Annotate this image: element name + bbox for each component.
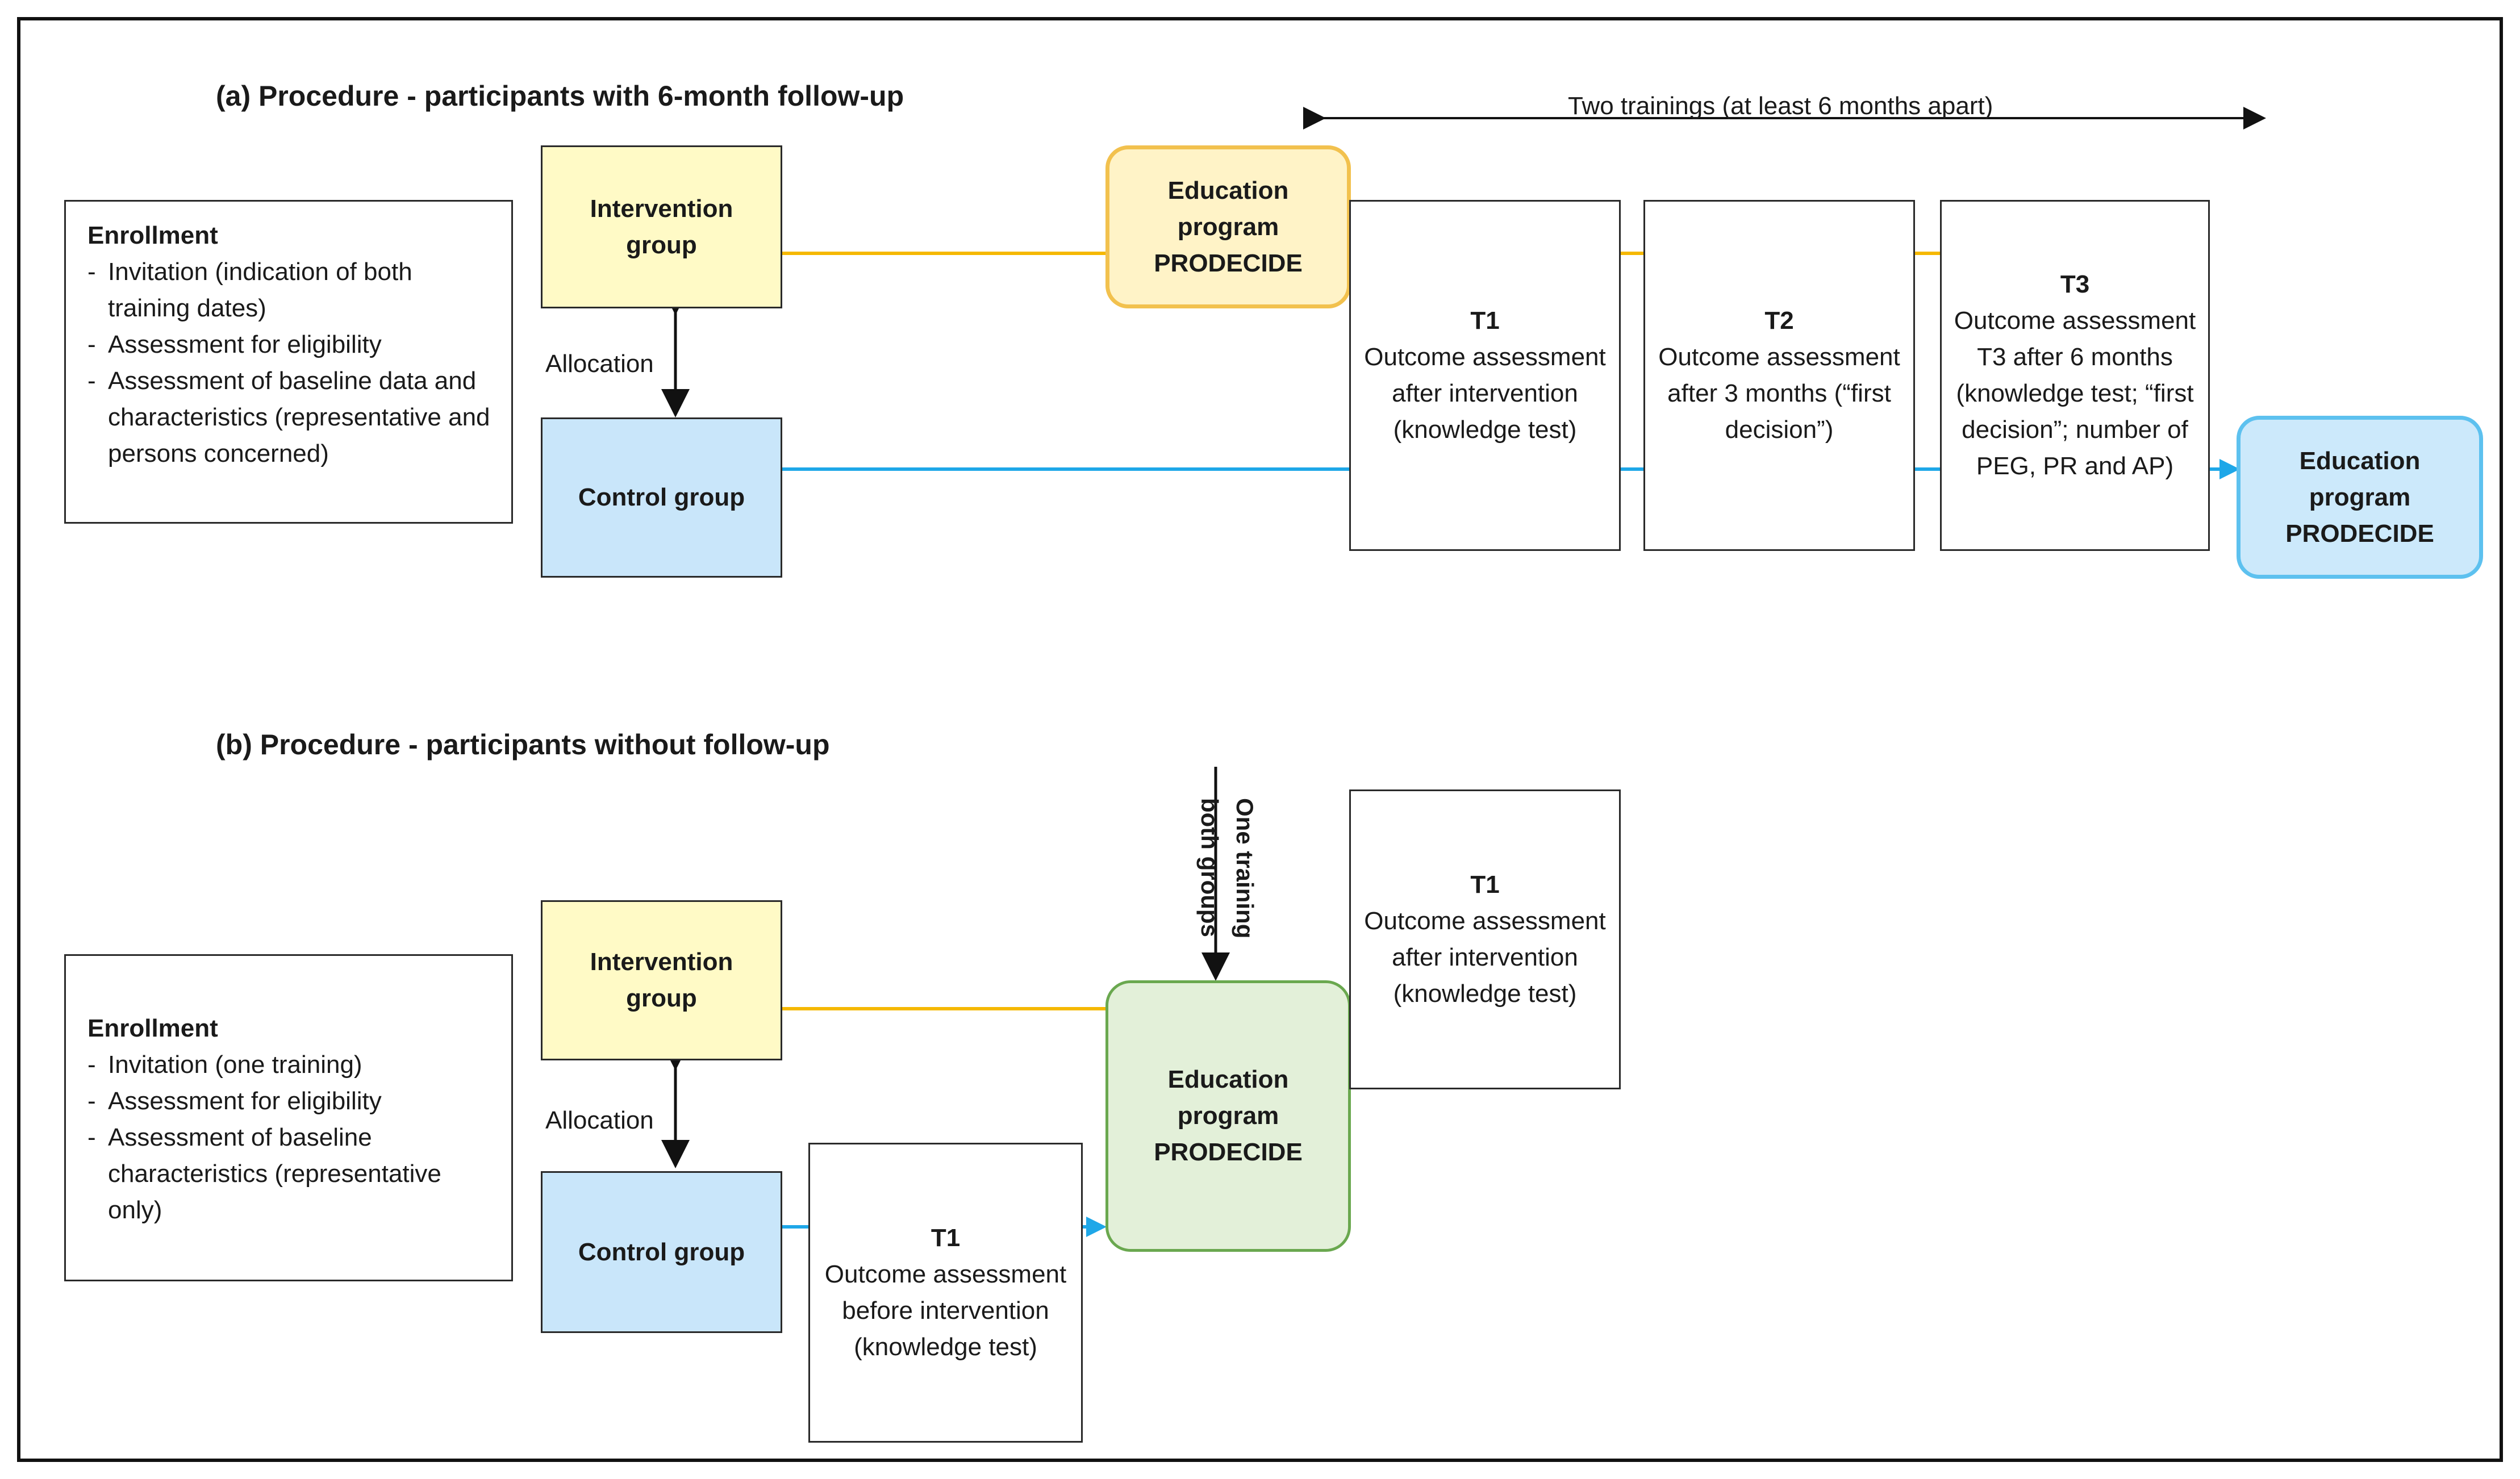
t1-text: Outcome assessment before intervention (… — [824, 1260, 1067, 1361]
section-b-heading: (b) Procedure - participants without fol… — [216, 729, 830, 761]
t1-title: T1 — [1470, 871, 1500, 899]
enrollment-list: Invitation (indication of both training … — [87, 254, 494, 472]
figure-frame — [17, 17, 2503, 1462]
control-group-label: Control group — [578, 483, 745, 511]
intervention-group-label: Intervention group — [590, 948, 733, 1012]
education-program-label: Education program PRODECIDE — [2285, 446, 2434, 548]
control-group-box-b: Control group — [541, 1171, 782, 1333]
one-training-label: One training both groups — [1196, 798, 1258, 939]
intervention-group-box-b: Intervention group — [541, 900, 782, 1060]
control-group-box-a: Control group — [541, 417, 782, 578]
education-program-box-b: Education program PRODECIDE — [1105, 980, 1351, 1252]
t1-after-box-b: T1 Outcome assessment after intervention… — [1349, 789, 1621, 1089]
enrollment-item: Assessment of baseline characteristics (… — [87, 1119, 494, 1229]
enrollment-item: Invitation (one training) — [87, 1047, 494, 1083]
control-group-label: Control group — [578, 1238, 745, 1266]
education-program-box-a2: Education program PRODECIDE — [2237, 416, 2483, 579]
enrollment-title: Enrollment — [87, 222, 218, 249]
t2-box-a: T2 Outcome assessment after 3 months (“f… — [1643, 200, 1915, 551]
t1-title: T1 — [1470, 307, 1500, 335]
intervention-group-box-a: Intervention group — [541, 145, 782, 308]
enrollment-item: Invitation (indication of both training … — [87, 254, 494, 327]
enrollment-list: Invitation (one training) Assessment for… — [87, 1047, 494, 1229]
enrollment-title: Enrollment — [87, 1014, 218, 1042]
t3-box-a: T3 Outcome assessment T3 after 6 months … — [1940, 200, 2210, 551]
t1-text: Outcome assessment after intervention (k… — [1364, 907, 1606, 1008]
t1-text: Outcome assessment after intervention (k… — [1364, 343, 1606, 444]
enrollment-item: Assessment for eligibility — [87, 1083, 494, 1119]
education-program-box-a1: Education program PRODECIDE — [1105, 145, 1351, 308]
enrollment-box-a: Enrollment Invitation (indication of bot… — [64, 200, 513, 524]
education-program-label: Education program PRODECIDE — [1154, 176, 1303, 277]
t2-title: T2 — [1764, 307, 1794, 335]
t1-before-box-b: T1 Outcome assessment before interventio… — [808, 1143, 1083, 1443]
enrollment-item: Assessment of baseline data and characte… — [87, 363, 494, 472]
t3-text: Outcome assessment T3 after 6 months (kn… — [1954, 307, 2196, 480]
allocation-label-a: Allocation — [545, 350, 654, 378]
enrollment-box-b: Enrollment Invitation (one training) Ass… — [64, 954, 513, 1281]
t3-title: T3 — [2060, 270, 2090, 298]
intervention-group-label: Intervention group — [590, 194, 733, 259]
t2-text: Outcome assessment after 3 months (“firs… — [1658, 343, 1900, 444]
t1-box-a: T1 Outcome assessment after intervention… — [1349, 200, 1621, 551]
t1-title: T1 — [931, 1224, 961, 1252]
education-program-label: Education program PRODECIDE — [1154, 1066, 1303, 1166]
two-trainings-label: Two trainings (at least 6 months apart) — [1568, 92, 1993, 120]
section-a-heading: (a) Procedure - participants with 6-mont… — [216, 80, 904, 112]
allocation-label-b: Allocation — [545, 1106, 654, 1134]
enrollment-item: Assessment for eligibility — [87, 327, 494, 363]
